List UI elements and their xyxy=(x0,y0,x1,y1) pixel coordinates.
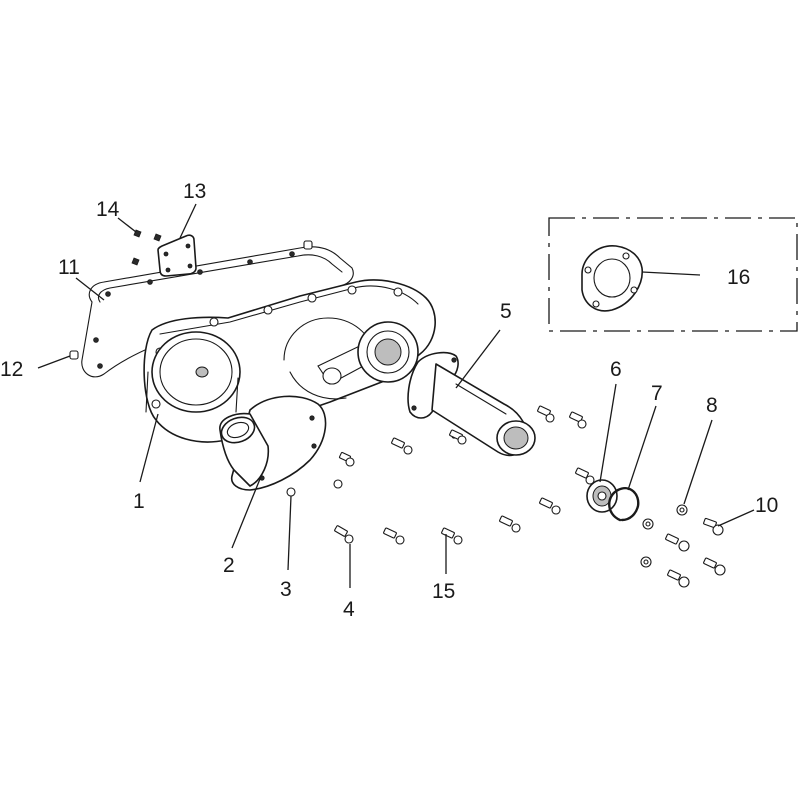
part-13-cover-plate xyxy=(157,234,197,277)
loose-bolts xyxy=(333,405,726,588)
callout-6: 6 xyxy=(610,358,622,381)
leader-13 xyxy=(179,203,197,239)
callout-1: 1 xyxy=(133,490,145,513)
part-14-screws xyxy=(131,229,162,266)
dowel-pin xyxy=(303,240,313,250)
callout-10: 10 xyxy=(755,494,778,517)
callout-2: 2 xyxy=(223,554,235,577)
leader-11 xyxy=(75,277,105,301)
part-1-crankcase-cover xyxy=(143,279,436,443)
leader-7 xyxy=(627,405,657,491)
callout-5: 5 xyxy=(500,300,512,323)
callout-15: 15 xyxy=(432,580,455,603)
callout-13: 13 xyxy=(183,180,206,203)
callout-3: 3 xyxy=(280,578,292,601)
callout-4: 4 xyxy=(343,598,355,621)
callout-labels: 1 2 3 4 5 6 7 8 10 11 12 13 14 15 16 xyxy=(0,180,778,621)
part-5-air-duct xyxy=(407,351,536,457)
leader-14 xyxy=(117,217,137,233)
leader-2 xyxy=(231,473,263,549)
callout-11: 11 xyxy=(58,256,80,279)
leader-5 xyxy=(455,329,501,389)
leader-3 xyxy=(287,495,292,571)
part-7-circlip xyxy=(608,487,640,522)
leader-8 xyxy=(683,419,713,505)
leader-10 xyxy=(717,509,755,527)
part-12-bolt xyxy=(69,350,79,360)
leader-1 xyxy=(139,413,159,483)
part-3-screw xyxy=(286,487,296,497)
leader-6 xyxy=(599,383,617,483)
leader-lines xyxy=(37,203,755,588)
callout-16: 16 xyxy=(727,266,750,289)
callout-7: 7 xyxy=(651,382,663,405)
callout-12: 12 xyxy=(0,358,23,381)
leader-16 xyxy=(641,271,701,276)
leader-12 xyxy=(37,355,71,369)
part-2-intake-duct xyxy=(219,395,327,491)
callout-8: 8 xyxy=(706,394,718,417)
callout-14: 14 xyxy=(96,198,120,221)
part-16-gasket-inset xyxy=(548,217,798,332)
